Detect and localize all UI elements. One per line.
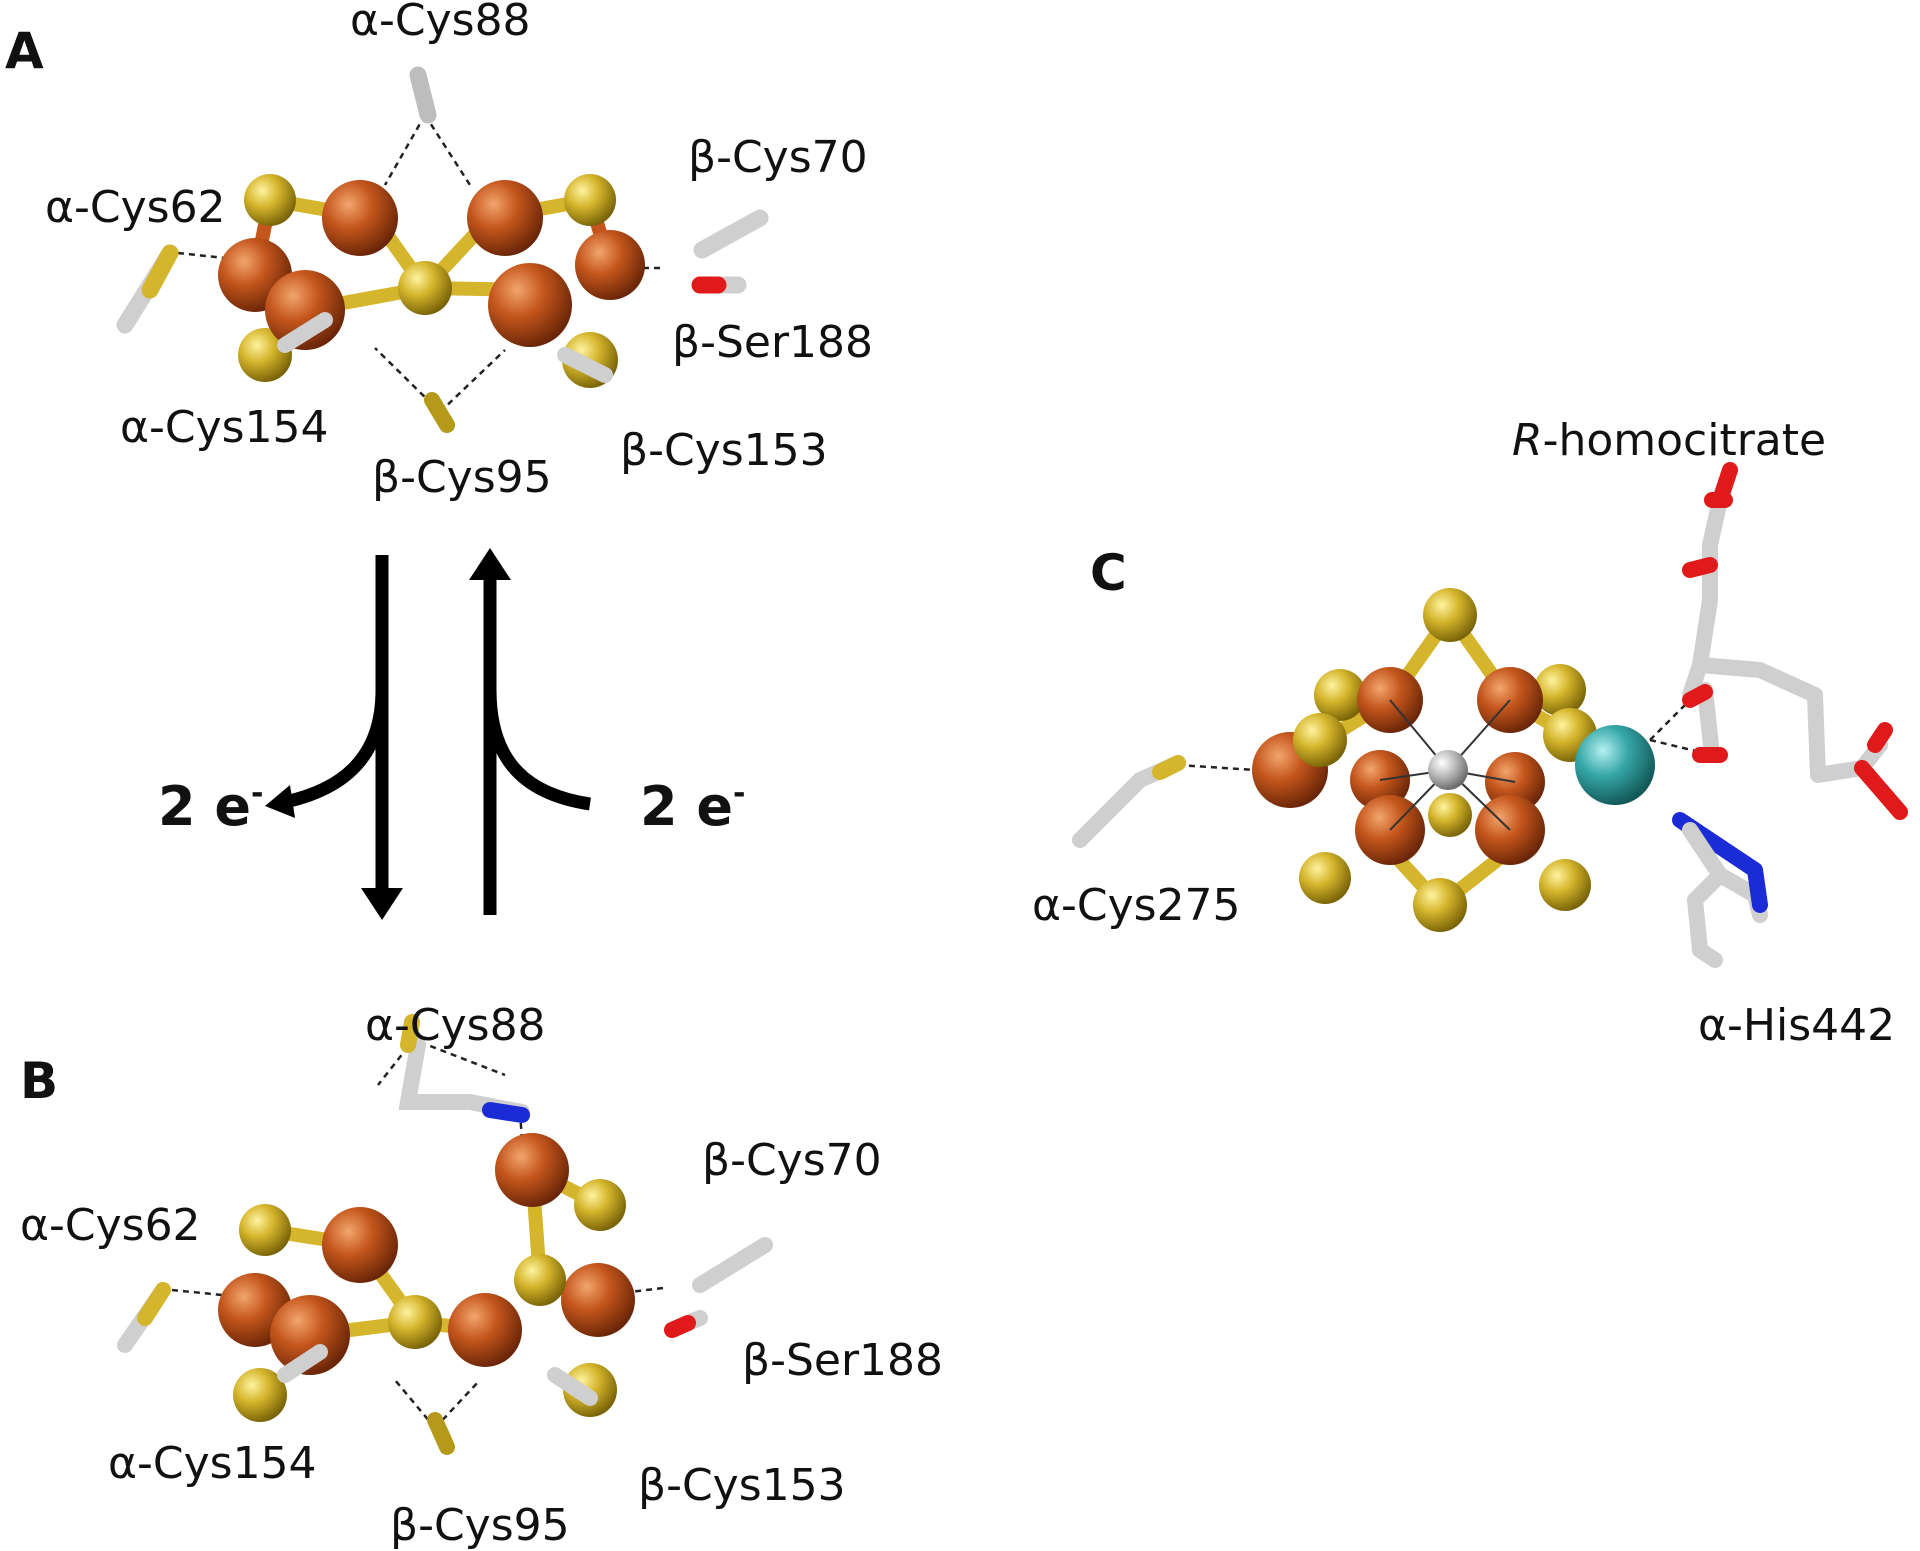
iron-atom [561,1263,635,1337]
iron-atom [322,180,398,256]
panel-letter-a: A [5,22,44,80]
sulfur-atom [1423,588,1477,642]
panel-a: A α-Cys88 α-Cys62 α-Cys154 β-Cys95 β-Cys… [5,0,873,503]
label-beta-cys153-a: β-Cys153 [620,425,828,476]
label-beta-cys95-b: β-Cys95 [390,1500,570,1551]
label-alpha-cys62-a: α-Cys62 [45,182,226,233]
label-alpha-cys88-a: α-Cys88 [350,0,531,46]
histidine-sticks [1672,812,1768,968]
label-beta-cys70-b: β-Cys70 [702,1135,882,1186]
ligand-sticks [117,1014,773,1353]
interstitial-carbon-atom [1428,750,1468,790]
iron-atom [488,263,572,347]
label-beta-cys95-a: β-Cys95 [372,452,552,503]
iron-atom [575,230,645,300]
arrow-down-head [361,888,403,920]
panel-b: B α-Cys88 α-Cys62 α-Cys154 β-Cys95 β-Cys… [20,1000,943,1551]
arrow-release-curve [283,689,389,809]
label-beta-cys70-a: β-Cys70 [688,132,868,183]
sulfur-atom [1293,713,1347,767]
front-sticks [277,312,613,433]
sulfur-atom [1539,859,1591,911]
front-sticks [277,1344,598,1455]
label-alpha-cys62-b: α-Cys62 [20,1200,201,1251]
label-beta-ser188-a: β-Ser188 [672,317,873,368]
sulfur-atom [1413,878,1467,932]
electron-release-label: 2 e- [158,775,263,838]
sulfur-atom [574,1179,626,1231]
molybdenum-atom [1575,725,1655,805]
sulfur-atom [1299,852,1351,904]
arrow-up-head [469,548,511,580]
homocitrate-sticks [1682,462,1908,820]
dashed-coordination-bonds [1177,699,1701,772]
sulfur-atom [239,1204,291,1256]
ligand-sticks [116,66,769,334]
iron-atom [495,1133,569,1207]
electron-transfer-arrows [265,548,591,920]
label-alpha-cys275: α-Cys275 [1032,880,1241,931]
arrow-uptake-curve [483,689,591,811]
sulfur-atom [564,174,616,226]
label-alpha-cys154-b: α-Cys154 [108,1438,317,1489]
arrow-release-head [265,785,295,818]
label-beta-ser188-b: β-Ser188 [742,1335,943,1386]
sulfur-atom [233,1368,287,1422]
sulfur-atom [244,174,296,226]
electron-uptake-label: 2 e- [640,775,745,838]
panel-c: C R-homocitrate α-Cys275 α-His442 [1032,415,1908,1051]
iron-atom [467,180,543,256]
iron-atom [270,1295,350,1375]
sulfur-atom [1314,669,1366,721]
panel-letter-c: C [1090,544,1127,602]
label-r-homocitrate: R-homocitrate [1512,415,1826,466]
sulfur-atom [388,1295,442,1349]
sulfur-atom [1428,793,1472,837]
label-alpha-his442: α-His442 [1698,1000,1895,1051]
label-alpha-cys154-a: α-Cys154 [120,402,329,453]
sulfur-atom [514,1254,566,1306]
sulfur-atom [1534,664,1586,716]
label-alpha-cys88-b: α-Cys88 [365,1000,546,1051]
cysteine-sticks [1072,755,1186,848]
iron-atom [265,270,345,350]
panel-letter-b: B [20,1052,58,1110]
label-beta-cys153-b: β-Cys153 [638,1460,846,1511]
iron-atom [322,1207,398,1283]
sulfur-atom [398,261,452,315]
iron-atom [448,1293,522,1367]
